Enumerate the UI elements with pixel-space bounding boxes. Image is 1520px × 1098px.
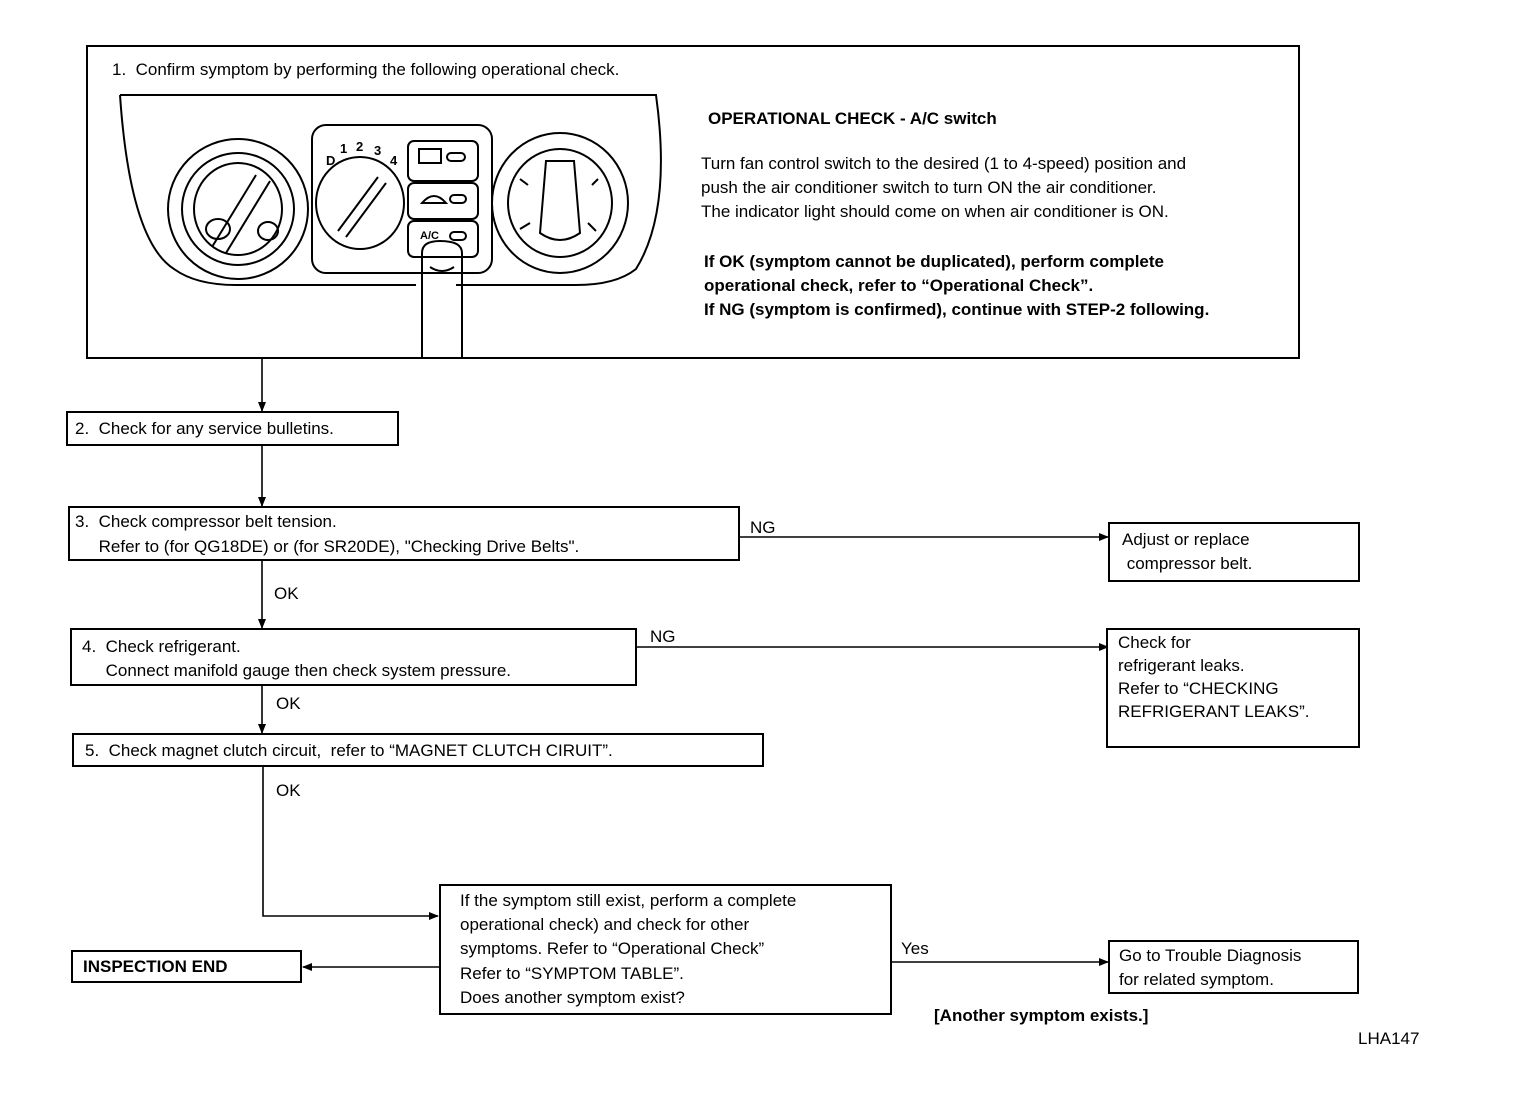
step4-ng-line: refrigerant leaks. [1118,656,1245,675]
arrow-step5-to-final [262,766,439,920]
step4-ng-line: Check for [1118,633,1191,652]
step4-ng-box: Check for refrigerant leaks. Refer to “C… [1106,628,1360,748]
ok-label-1: OK [274,584,299,603]
step4-ng-line: Refer to “CHECKING [1118,679,1279,698]
final-line: Refer to “SYMPTOM TABLE”. [460,964,684,983]
step1-title: 1. Confirm symptom by performing the fol… [112,60,620,79]
final-line: Does another symptom exist? [460,988,685,1007]
step1-result-line: If NG (symptom is confirmed), continue w… [704,300,1210,319]
ac-button-label: A/C [420,230,439,242]
step1-body-line: push the air conditioner switch to turn … [701,178,1157,197]
step5-box: 5. Check magnet clutch circuit, refer to… [72,733,764,767]
step3-ng-line: Adjust or replace [1122,530,1250,549]
step3-line1: 3. Check compressor belt tension. [75,512,337,531]
fan-speed-4-label: 4 [390,153,398,168]
step5-text: 5. Check magnet clutch circuit, refer to… [85,741,613,760]
fan-speed-d-label: D [326,153,335,168]
step1-heading: OPERATIONAL CHECK - A/C switch [708,109,997,128]
yes-label: Yes [901,939,929,958]
step1-result-line: operational check, refer to “Operational… [704,276,1094,295]
step2-text: 2. Check for any service bulletins. [75,419,334,438]
fan-speed-1-label: 1 [340,141,347,156]
final-line: operational check) and check for other [460,915,750,934]
final-line: symptoms. Refer to “Operational Check” [460,939,765,958]
inspection-end-box: INSPECTION END [71,950,302,983]
step3-ng-box: Adjust or replace compressor belt. [1108,522,1360,582]
step4-line1: 4. Check refrigerant. [82,637,241,656]
final-line: If the symptom still exist, perform a co… [460,891,797,910]
step1-body-line: The indicator light should come on when … [701,202,1169,221]
step2-box: 2. Check for any service bulletins. [66,411,399,446]
step4-ng-line: REFRIGERANT LEAKS”. [1118,702,1310,721]
step4-line2: Connect manifold gauge then check system… [82,661,512,680]
trouble-line: Go to Trouble Diagnosis [1119,946,1302,965]
step4-box: 4. Check refrigerant. Connect manifold g… [70,628,637,686]
step4-ng-label: NG [650,627,676,646]
step3-line2: Refer to (for QG18DE) or (for SR20DE), "… [75,537,580,556]
fan-speed-3-label: 3 [374,143,381,158]
another-symptom-note: [Another symptom exists.] [934,1006,1149,1025]
step1-body-line: Turn fan control switch to the desired (… [701,154,1187,173]
ok-label-3: OK [276,781,301,800]
step3-ng-line: compressor belt. [1122,554,1253,573]
final-decision-box: If the symptom still exist, perform a co… [439,884,892,1015]
figure-code: LHA147 [1358,1029,1420,1048]
step3-ng-label: NG [750,518,776,537]
step3-box: 3. Check compressor belt tension. Refer … [68,506,740,561]
fan-speed-2-label: 2 [356,139,363,154]
ac-control-panel-illustration: D 1 2 3 4 A/C [119,94,662,359]
ok-label-2: OK [276,694,301,713]
step1-box: 1. Confirm symptom by performing the fol… [86,45,1300,359]
step1-result-line: If OK (symptom cannot be duplicated), pe… [704,252,1164,271]
inspection-end-text: INSPECTION END [83,957,228,976]
step1-body: Turn fan control switch to the desired (… [701,152,1186,224]
trouble-diagnosis-box: Go to Trouble Diagnosis for related symp… [1108,940,1359,994]
trouble-line: for related symptom. [1119,970,1274,989]
step1-result: If OK (symptom cannot be duplicated), pe… [704,250,1209,322]
